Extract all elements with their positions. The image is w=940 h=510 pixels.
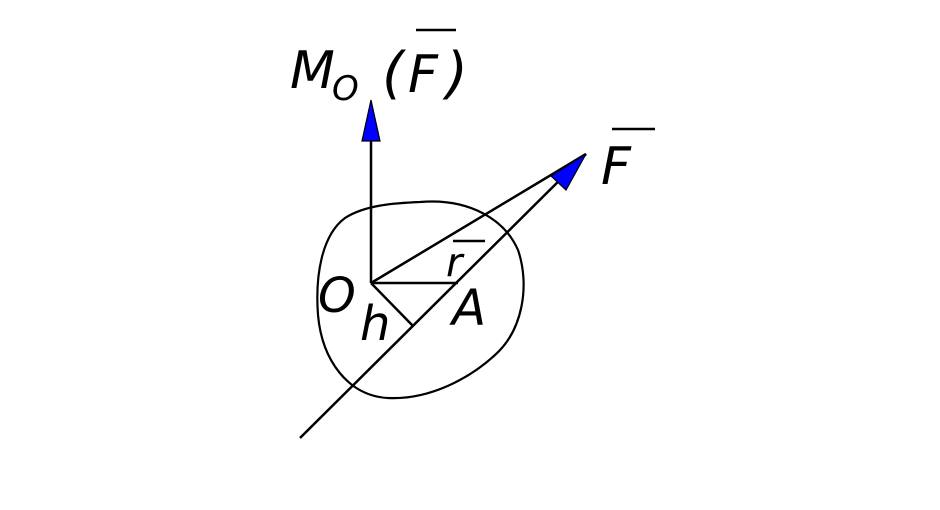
force-label: F <box>601 137 632 197</box>
point-a-label: A <box>449 279 486 337</box>
moment-label-force: F <box>408 45 439 105</box>
moment-label-letter: M <box>290 41 335 101</box>
moment-arrowhead <box>361 99 381 142</box>
origin-label: O <box>318 268 356 324</box>
position-vector-line <box>370 152 587 285</box>
moment-arm-label: h <box>360 296 390 352</box>
force-arrowhead <box>550 153 587 191</box>
moment-arm-line <box>370 282 414 327</box>
force-line-of-action <box>299 153 587 439</box>
body-outline <box>316 200 525 400</box>
moment-label-subscript: O <box>332 69 359 109</box>
radius-label: r <box>446 240 465 286</box>
moment-label-open-paren: ( <box>382 41 406 106</box>
moment-label-close-paren: ) <box>442 41 468 106</box>
